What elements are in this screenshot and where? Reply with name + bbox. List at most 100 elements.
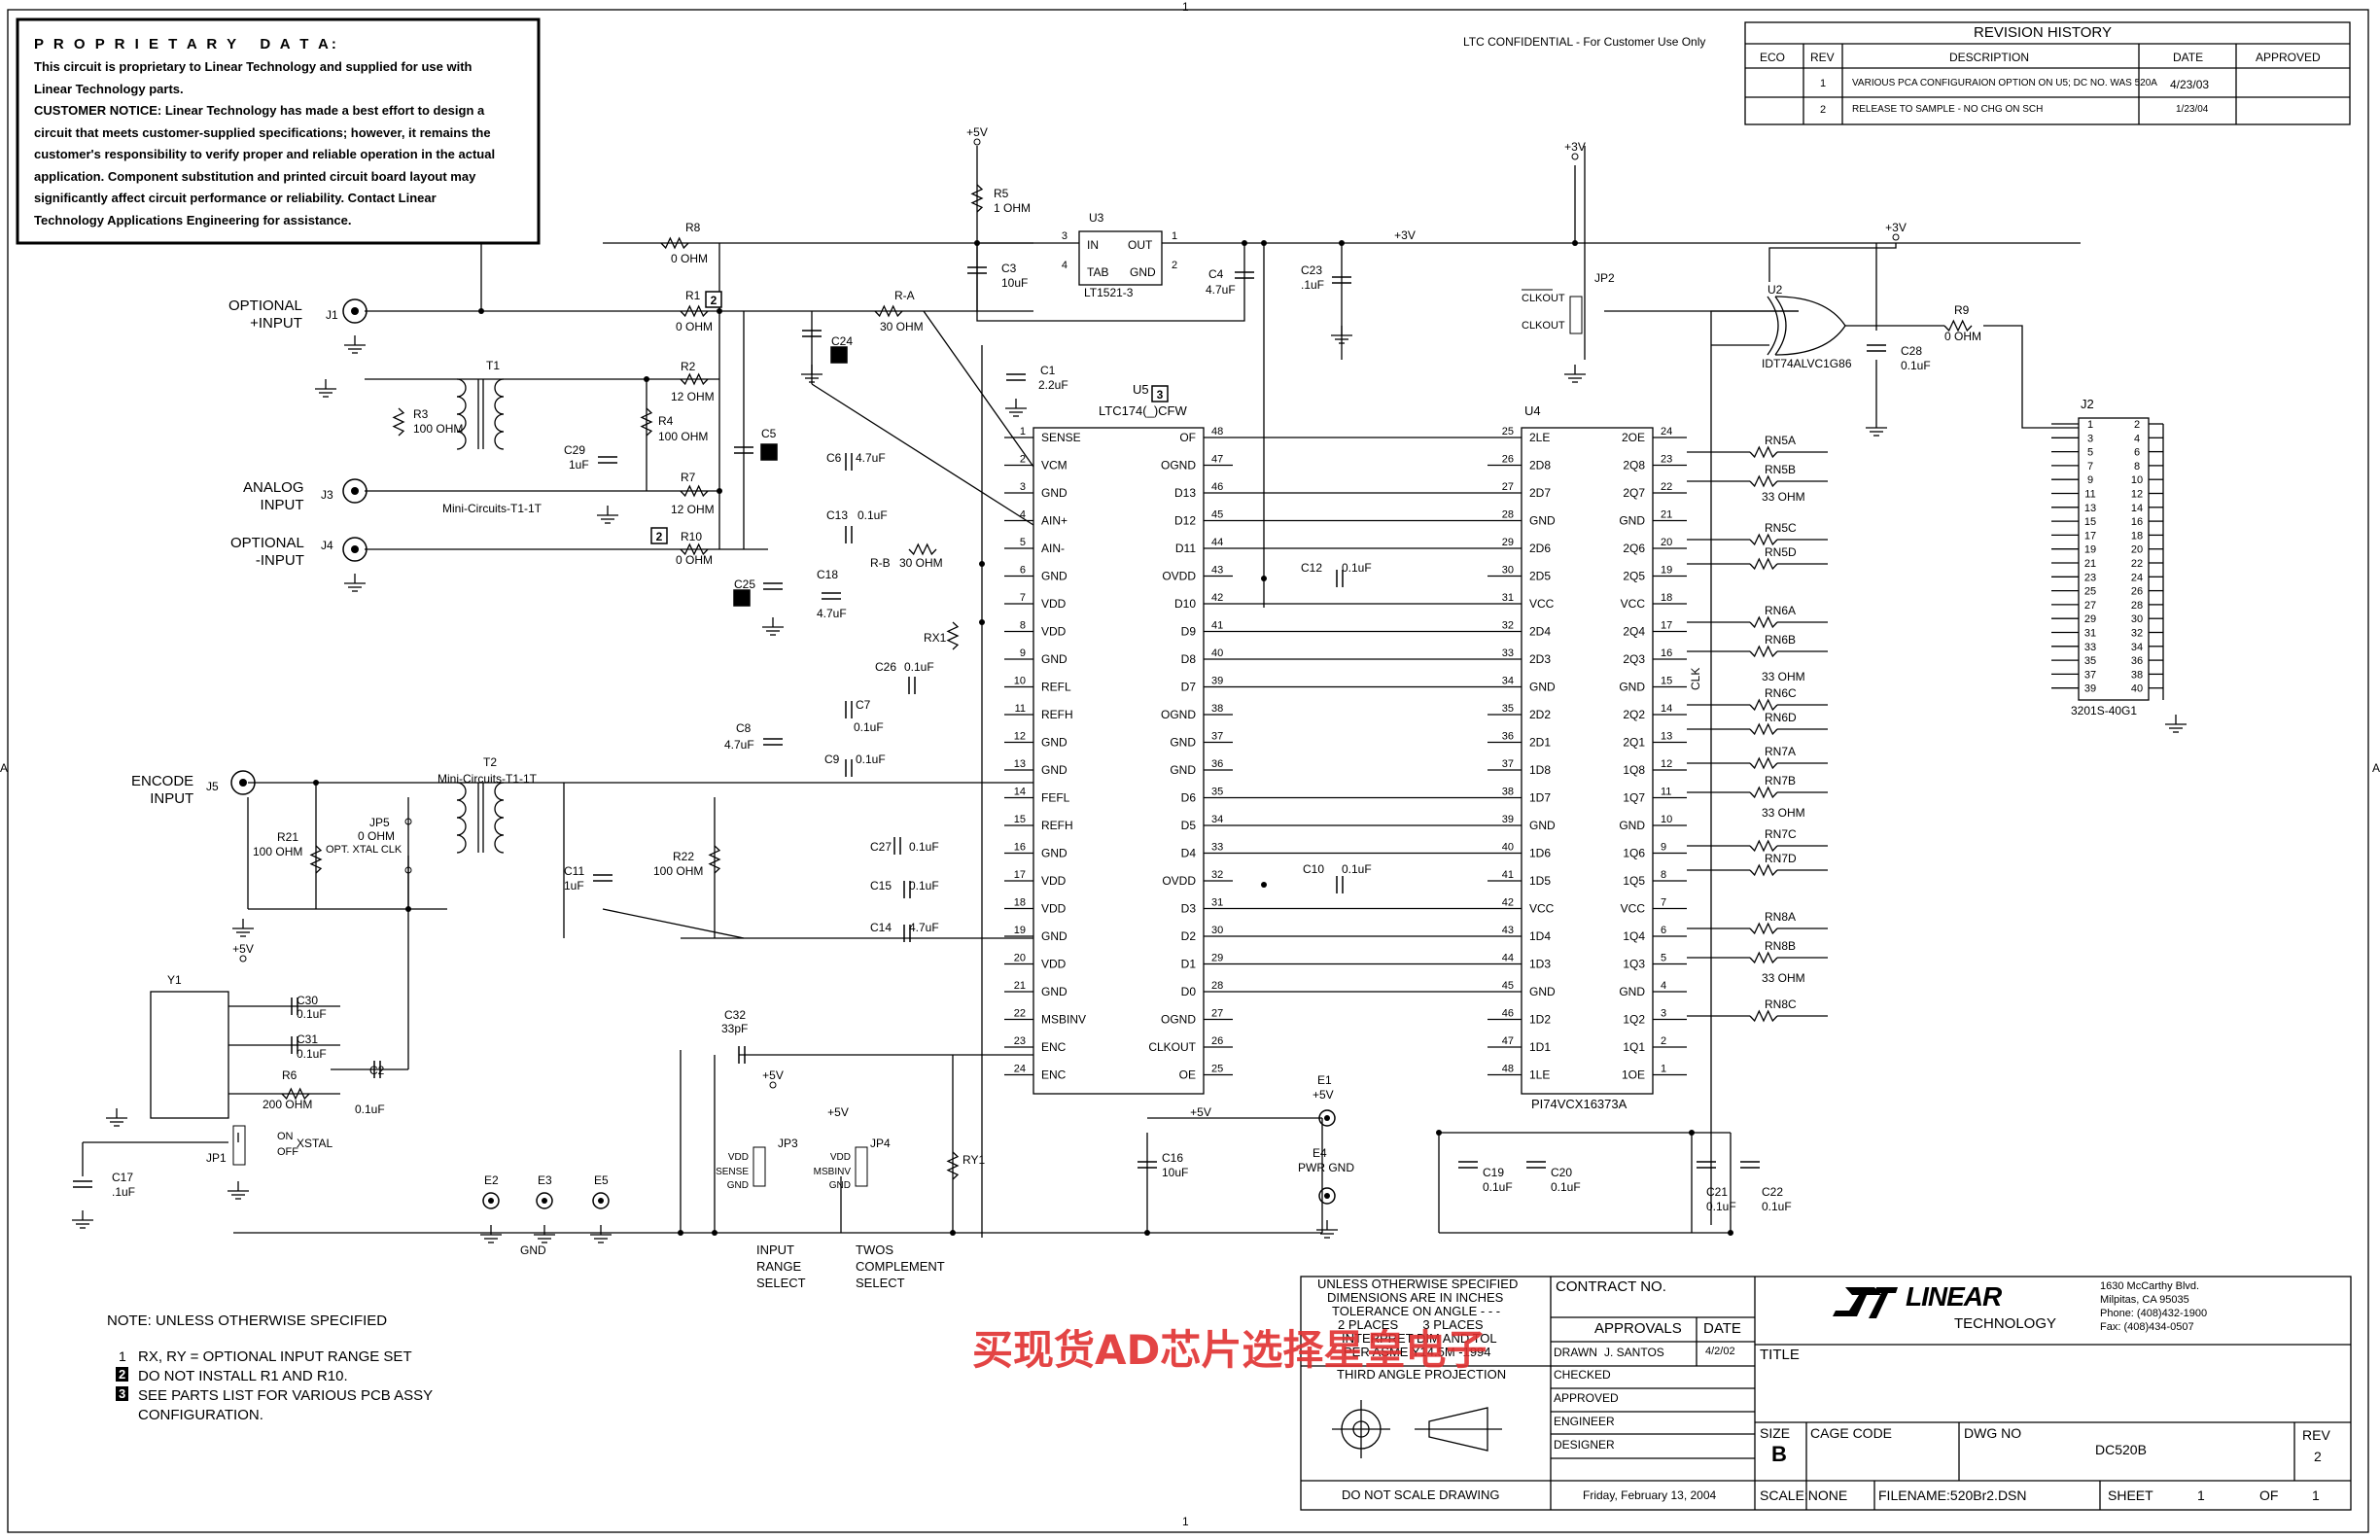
u4-pin-number: 38 xyxy=(1502,787,1514,798)
j2-pin-number: 34 xyxy=(2131,642,2143,653)
junction-dot xyxy=(478,308,484,314)
rn-resistor-icon xyxy=(1749,756,1778,770)
r5-resistor-icon xyxy=(970,184,984,213)
u4-pin-name: 1Q7 xyxy=(1623,791,1645,805)
rn-label: RN8A xyxy=(1765,910,1796,924)
u5-pin-name: D12 xyxy=(1174,514,1196,528)
rn-resistor-icon xyxy=(1749,474,1778,488)
r9-resistor-icon xyxy=(1943,319,1973,332)
c22-ref: C22 xyxy=(1762,1185,1783,1199)
svg-text:3: 3 xyxy=(766,446,773,460)
u5-pin-name: AIN+ xyxy=(1041,514,1068,528)
twos-complement-select-label: TWOS xyxy=(856,1242,893,1257)
r1-value: 0 OHM xyxy=(676,320,713,333)
c19-ref: C19 xyxy=(1483,1166,1504,1179)
u4-pin-name: GND xyxy=(1619,819,1645,832)
c28-capacitor-icon xyxy=(1867,344,1886,352)
c24-note-3: 3 xyxy=(830,346,848,364)
u4-pin-name: 1Q2 xyxy=(1623,1013,1645,1027)
u4-pin-number: 19 xyxy=(1661,565,1672,577)
e3-terminal-icon xyxy=(536,1192,553,1209)
jp4-vdd: VDD xyxy=(830,1152,851,1163)
j2-pin-number: 36 xyxy=(2131,655,2143,667)
u5-pin-name: REFH xyxy=(1041,819,1073,832)
c9-ref: C9 xyxy=(824,752,840,766)
u4-pin-name: 2D3 xyxy=(1529,652,1551,666)
u5-pin-number: 12 xyxy=(1014,731,1026,743)
u4-pin-name: 1LE xyxy=(1529,1068,1550,1082)
e5-ref: E5 xyxy=(594,1173,609,1187)
e5-terminal-center xyxy=(598,1198,604,1204)
j2-pin-number: 10 xyxy=(2131,474,2143,486)
u4-pin-number: 43 xyxy=(1502,925,1514,936)
c6-ref: C6 xyxy=(826,451,842,465)
u5-pin-name: VCM xyxy=(1041,459,1068,472)
j2-pin-number: 3 xyxy=(2087,433,2093,444)
u5-pin-number: 23 xyxy=(1014,1035,1026,1047)
u5-pin-name: REFL xyxy=(1041,681,1071,694)
j2-pin-number: 27 xyxy=(2084,600,2096,612)
c4-capacitor-icon xyxy=(1235,271,1254,279)
u4-pin-number: 46 xyxy=(1502,1008,1514,1020)
c10-value: 0.1uF xyxy=(1342,862,1372,876)
u4-pin-number: 6 xyxy=(1661,925,1666,936)
c15-capacitor-icon xyxy=(903,881,911,898)
u4-pin-name: GND xyxy=(1529,514,1556,528)
c25-ref: C25 xyxy=(734,578,755,591)
c6-capacitor-icon xyxy=(845,453,853,471)
u5-pin-number: 3 xyxy=(1020,481,1026,493)
u5-pin-name: GND xyxy=(1041,929,1068,943)
u4-pin-number: 24 xyxy=(1661,426,1672,438)
u5-pin-name: OGND xyxy=(1161,708,1196,721)
u4-pin-number: 29 xyxy=(1502,537,1514,548)
c32-ref: C32 xyxy=(724,1008,746,1022)
u5-pin-number: 22 xyxy=(1014,1008,1026,1020)
u5-pin-name: D7 xyxy=(1181,681,1197,694)
c30-capacitor-icon xyxy=(291,998,298,1015)
u5-pin-number: 13 xyxy=(1014,758,1026,770)
jp1-header-icon xyxy=(232,1125,246,1166)
c11-value: 1uF xyxy=(564,879,584,892)
u4-pin-name: 1Q5 xyxy=(1623,874,1645,888)
u4-pin-name: GND xyxy=(1529,819,1556,832)
jp1-off: OFF xyxy=(277,1146,298,1158)
j2-pin-number: 32 xyxy=(2131,628,2143,640)
rn-resistor-icon xyxy=(1749,922,1778,935)
u5-pin-name: VDD xyxy=(1041,902,1067,916)
svg-text:3: 3 xyxy=(836,349,843,363)
ra-ref: R-A xyxy=(894,289,915,302)
u3-pin-number: 3 xyxy=(1062,230,1068,242)
c29-capacitor-icon xyxy=(598,456,617,464)
c16-capacitor-icon xyxy=(1138,1161,1157,1169)
ground-icon xyxy=(534,1225,555,1243)
c4-value: 4.7uF xyxy=(1206,283,1236,297)
r1-resistor-icon xyxy=(680,304,709,318)
j2-pin-number: 17 xyxy=(2084,530,2096,542)
c22-value: 0.1uF xyxy=(1762,1200,1792,1213)
j2-ref: J2 xyxy=(2081,397,2094,411)
r6-ref: R6 xyxy=(282,1068,298,1082)
ry1-ref: RY1 xyxy=(962,1153,985,1167)
c2-capacitor-icon xyxy=(373,1061,381,1078)
c10-capacitor-icon xyxy=(1336,876,1344,893)
jp3-header-icon xyxy=(752,1146,766,1187)
u5-pin-name: VDD xyxy=(1041,958,1067,971)
c21-ref: C21 xyxy=(1706,1185,1728,1199)
u4-pin-name: VCC xyxy=(1529,597,1555,611)
junction-dot xyxy=(1339,240,1345,246)
u4-pin-name: 2D7 xyxy=(1529,486,1551,500)
j4-ref: J4 xyxy=(321,539,333,552)
u5-pin-name: GND xyxy=(1041,736,1068,750)
r9-value: 0 OHM xyxy=(1944,330,1981,343)
u3-ref: U3 xyxy=(1089,211,1104,225)
j3-ref: J3 xyxy=(321,488,333,502)
u5-pin-number: 34 xyxy=(1211,814,1223,825)
rn-value: 33 OHM xyxy=(1762,971,1805,985)
u5-pin-number: 1 xyxy=(1020,426,1026,438)
rn-label: RN5D xyxy=(1765,545,1797,559)
r10-ref: R10 xyxy=(681,530,702,543)
u5-pin-number: 16 xyxy=(1014,842,1026,854)
rn-resistor-icon xyxy=(1749,533,1778,546)
r10-resistor-icon xyxy=(680,542,709,556)
u5-pin-name: SENSE xyxy=(1041,431,1081,444)
